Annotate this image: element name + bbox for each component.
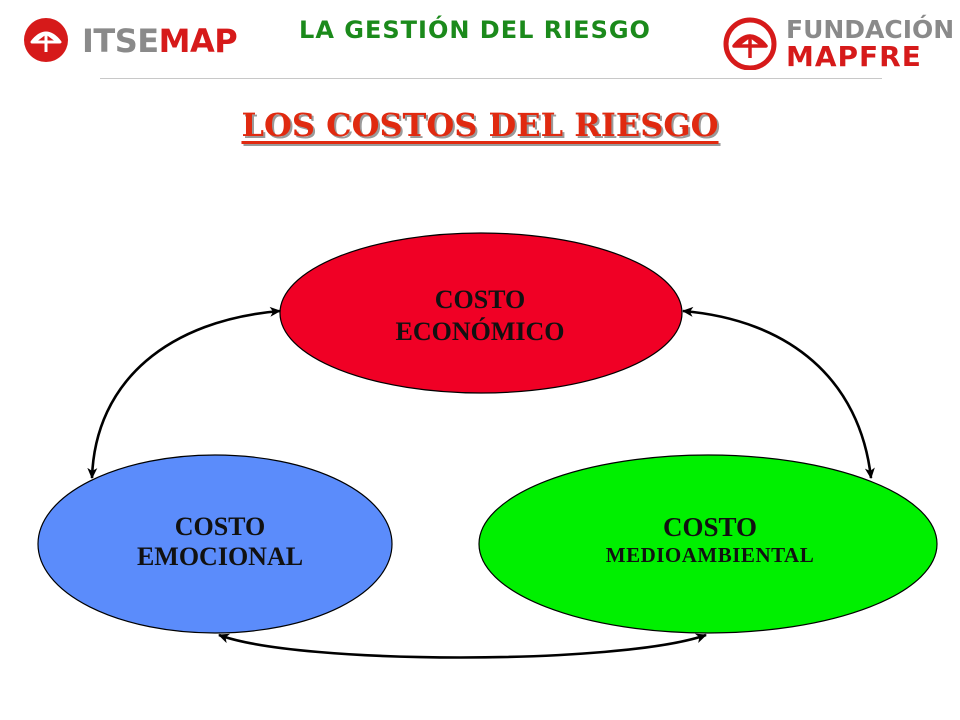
node-emotional-line2: EMOCIONAL xyxy=(136,542,304,571)
header-divider xyxy=(100,78,882,79)
slide-title: LOS COSTOS DEL RIESGO xyxy=(241,106,719,144)
node-environmental-line2: MEDIOAMBIENTAL xyxy=(605,543,815,567)
fundacion-wordmark: FUNDACIÓN xyxy=(786,15,955,44)
node-emotional-label: COSTO EMOCIONAL xyxy=(60,512,380,572)
header-title: LA GESTIÓN DEL RIESGO xyxy=(299,16,651,44)
connector-economic-emotional xyxy=(87,306,281,479)
node-emotional-line1: COSTO xyxy=(174,512,266,541)
node-economic-line2: ECONÓMICO xyxy=(395,317,565,346)
mapfre-wordmark: MAPFRE xyxy=(786,40,922,73)
connector-emotional-environmental xyxy=(218,633,707,659)
itsemap-wordmark: ITSEMAP xyxy=(82,22,238,60)
itsemap-logo: ITSEMAP xyxy=(22,16,238,66)
umbrella-logo-icon xyxy=(24,18,68,62)
fundacion-mapfre-logo: FUNDACIÓN MAPFRE xyxy=(722,14,954,74)
node-environmental-line1: COSTO xyxy=(662,512,758,542)
connector-economic-environmental xyxy=(682,306,875,479)
node-economic-line1: COSTO xyxy=(434,285,526,314)
node-economic-label: COSTO ECONÓMICO xyxy=(330,284,630,348)
umbrella-logo-icon xyxy=(723,17,777,70)
